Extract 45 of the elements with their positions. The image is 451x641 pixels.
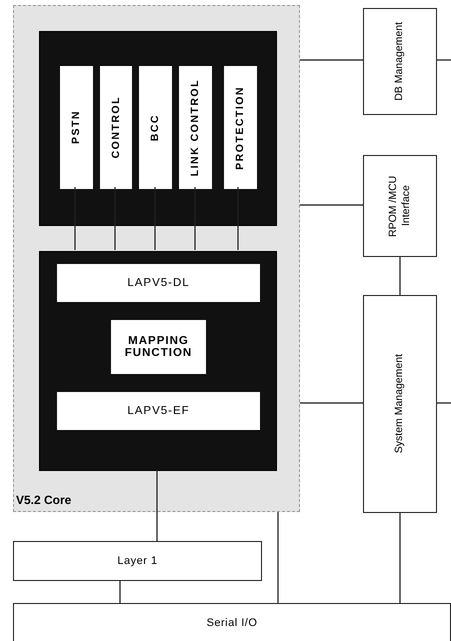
function-label: PROTECTION xyxy=(234,86,247,170)
function-box xyxy=(57,264,260,302)
connector-line xyxy=(114,187,116,250)
connector-line xyxy=(399,257,401,295)
function-column xyxy=(139,66,172,189)
connector-line xyxy=(399,513,401,603)
function-label: LINK CONTROL xyxy=(189,78,202,176)
layer-box xyxy=(13,603,451,641)
function-label: PSTN xyxy=(70,110,83,144)
core-region xyxy=(13,5,300,512)
connector-line xyxy=(277,512,279,603)
connector-line xyxy=(156,470,158,541)
box-label: System Management xyxy=(393,354,406,454)
layer-box xyxy=(13,541,262,581)
box-label: LAPV5-DL xyxy=(126,277,191,289)
management-box xyxy=(363,155,437,257)
function-label: BCC xyxy=(149,114,162,142)
management-box xyxy=(363,8,437,115)
connector-line xyxy=(437,59,451,61)
connector-line xyxy=(300,402,363,404)
function-column xyxy=(224,66,257,189)
management-box xyxy=(363,295,437,513)
connector-line xyxy=(119,581,121,603)
connector-line xyxy=(154,187,156,250)
module-block xyxy=(39,251,277,471)
box-label: MAPPING FUNCTION xyxy=(124,335,194,359)
function-box xyxy=(111,320,206,374)
connector-line xyxy=(74,187,76,250)
function-box xyxy=(57,392,260,430)
region-title: V5.2 Core xyxy=(16,493,72,507)
box-label: DB Management xyxy=(393,22,406,101)
connector-line xyxy=(437,402,451,404)
box-label: Layer 1 xyxy=(116,555,159,567)
box-label: RPOM /MCU Interface xyxy=(386,174,413,239)
box-label: LAPV5-EF xyxy=(126,405,191,417)
box-label: Serial I/O xyxy=(206,617,258,629)
function-label: CONTROL xyxy=(110,96,122,159)
module-block xyxy=(39,31,277,226)
function-column xyxy=(179,66,212,189)
connector-line xyxy=(194,187,196,250)
function-column xyxy=(60,66,93,189)
function-column xyxy=(100,66,132,189)
connector-line xyxy=(300,204,363,206)
connector-line xyxy=(300,59,363,61)
connector-line xyxy=(237,187,239,250)
